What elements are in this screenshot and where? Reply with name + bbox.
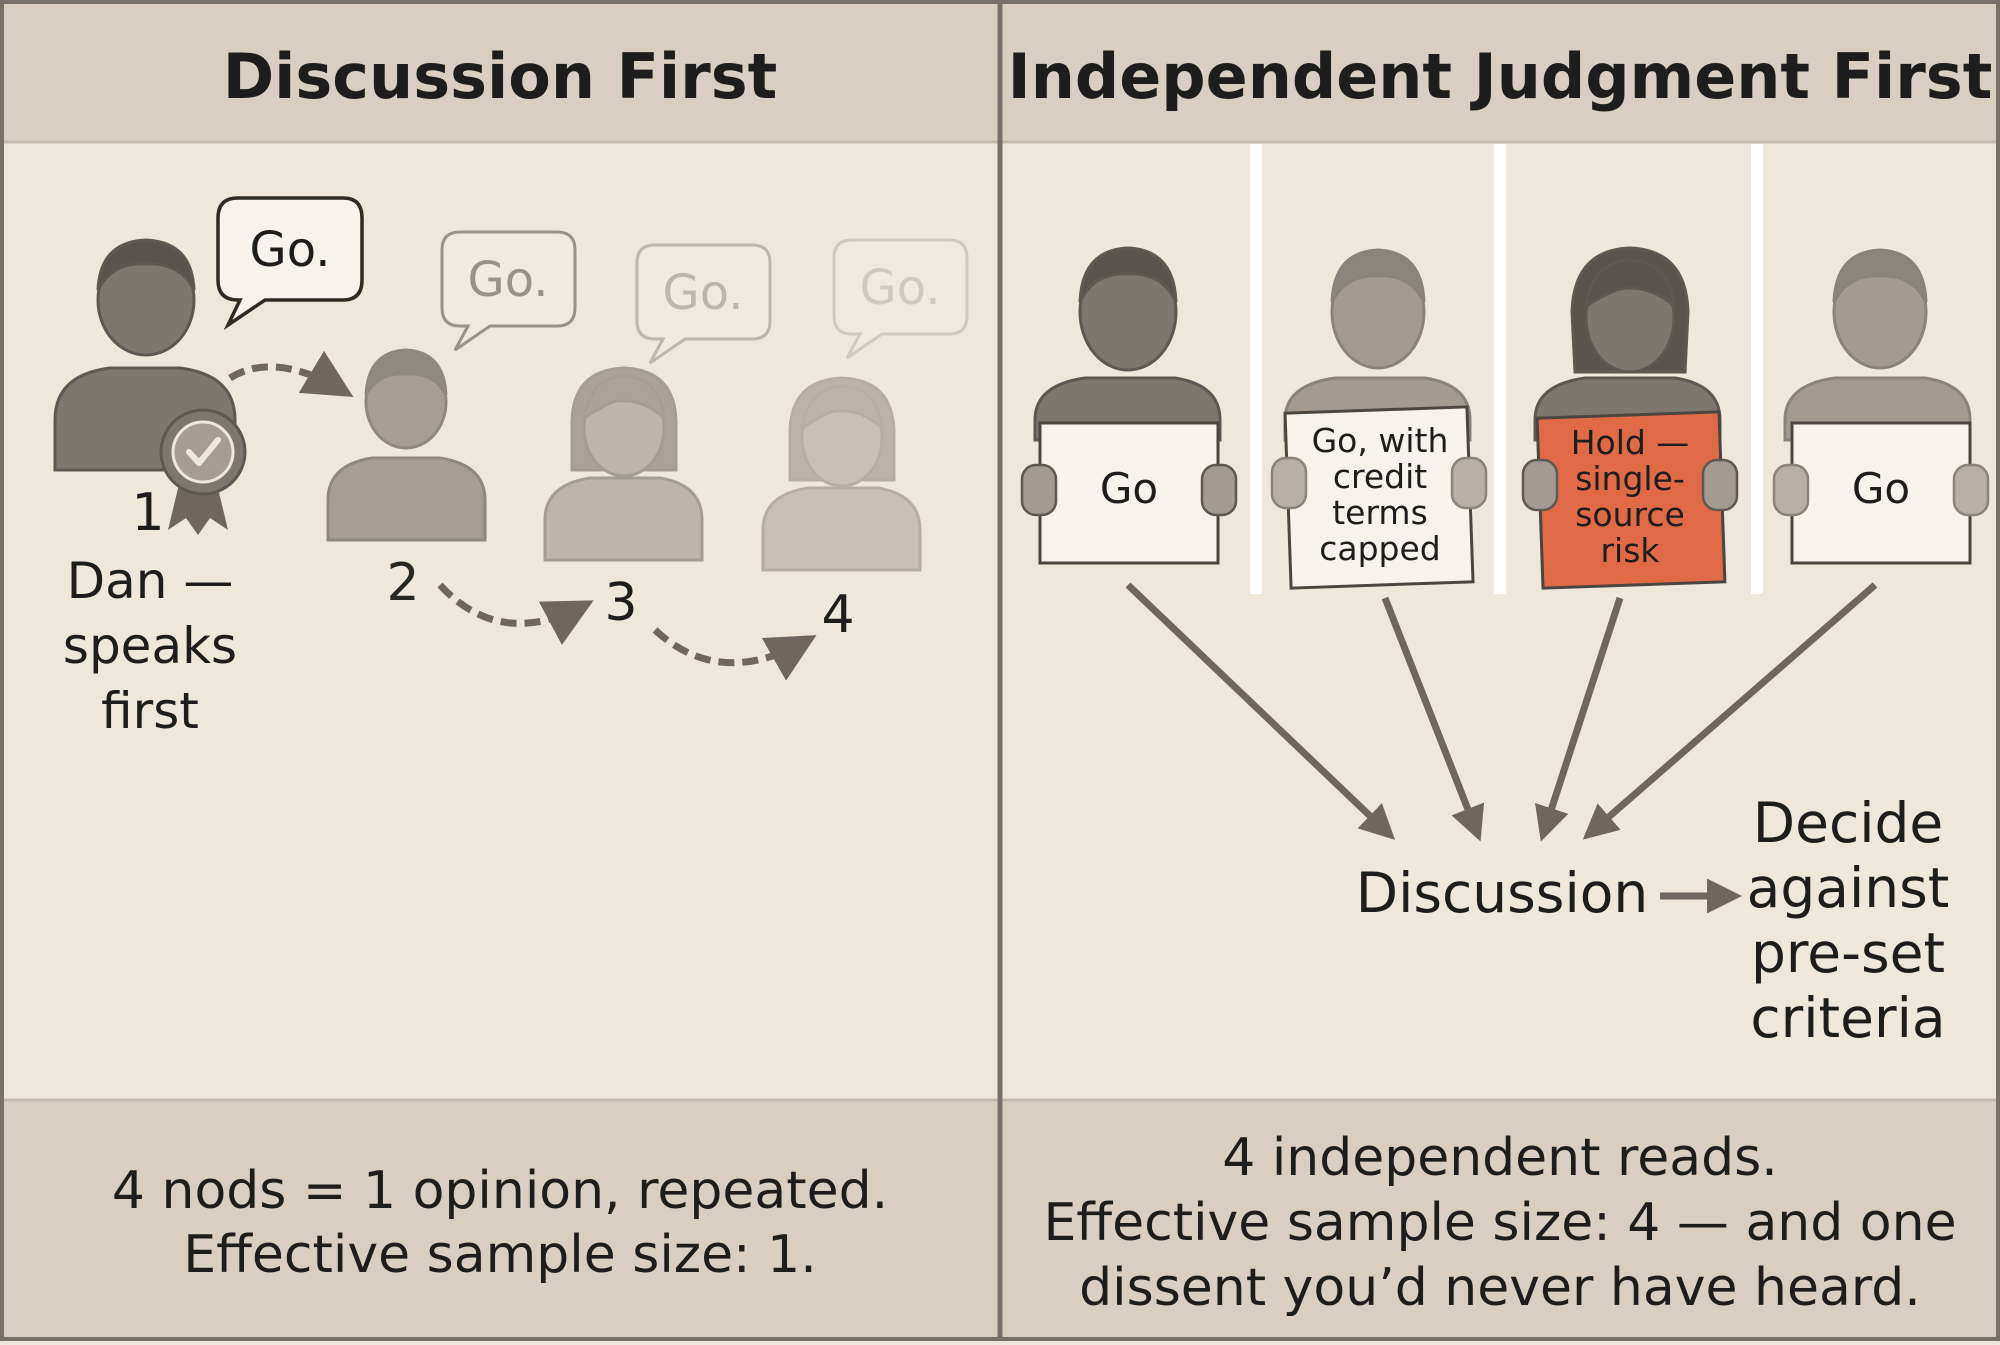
speaker-dan: Go. 1 Dan — speaks first (53, 196, 364, 740)
sign-text-line-3: terms (1332, 493, 1428, 532)
converging-arrow-2 (1381, 596, 1485, 842)
sign-text-line-1: Go (1100, 464, 1158, 513)
hand-icon (1952, 463, 1990, 517)
sign-text-line-3: source (1575, 495, 1685, 534)
speech-bubble-dan-text: Go. (250, 222, 331, 278)
right-footer-line-1: 4 independent reads. (1222, 1128, 1778, 1188)
sign-text-line-1: Hold — (1571, 423, 1690, 462)
chain-arrow-3-to-4 (652, 627, 817, 681)
booth-divider (1751, 144, 1763, 594)
person-icon (326, 348, 487, 542)
speaker-label-line-2: speaks (63, 617, 237, 675)
left-footer-line-1: 4 nods = 1 opinion, repeated. (112, 1161, 888, 1221)
right-footer-line-2: Effective sample size: 4 — and one (1043, 1193, 1956, 1253)
sign-text-line-2: single- (1575, 459, 1685, 498)
independent-person-2: Go, with credit terms capped (1270, 248, 1488, 590)
follower-2-number: 2 (386, 553, 419, 613)
follower-4-number: 4 (821, 585, 854, 645)
speech-bubble-4: Go. (832, 238, 969, 360)
left-panel-title: Discussion First (223, 40, 778, 113)
hand-icon (1772, 463, 1810, 517)
speech-bubble-dan: Go. (216, 196, 364, 331)
booth-divider (1494, 144, 1506, 594)
chain-arrow-2-to-3 (437, 582, 594, 645)
discussion-label: Discussion (1356, 861, 1648, 925)
left-panel: Discussion First Go. 1 Dan — speaks (53, 40, 969, 1285)
follower-2: Go. 2 (326, 230, 577, 613)
independent-person-4: Go (1772, 248, 1990, 565)
speech-bubble-2: Go. (440, 230, 577, 352)
sign-text-line-1: Go, with (1312, 421, 1449, 460)
speaker-label-line-1: Dan — (67, 552, 234, 610)
converging-arrow-3 (1535, 596, 1624, 842)
hand-icon (1701, 458, 1739, 512)
sign-text-line-4: capped (1319, 529, 1441, 568)
decision-line-4: criteria (1750, 986, 1945, 1050)
independent-person-1: Go (1020, 246, 1238, 565)
right-panel-title: Independent Judgment First (1008, 40, 1993, 113)
award-badge-icon (159, 408, 247, 535)
decision-line-3: pre-set (1751, 921, 1945, 985)
converging-arrow-1 (1125, 582, 1396, 840)
person-icon (761, 376, 922, 572)
hand-icon (1020, 463, 1058, 517)
speech-bubble-4-text: Go. (860, 260, 941, 316)
converging-arrow-4 (1582, 582, 1878, 840)
speech-bubble-2-text: Go. (468, 252, 549, 308)
speech-bubble-3: Go. (635, 243, 772, 365)
checkmark-icon (186, 437, 221, 466)
decision-line-1: Decide (1753, 791, 1943, 855)
hand-icon (1521, 458, 1559, 512)
speech-bubble-3-text: Go. (663, 265, 744, 321)
hand-icon (1270, 456, 1308, 510)
speaker-number: 1 (131, 483, 164, 543)
left-footer-line-2: Effective sample size: 1. (183, 1225, 816, 1285)
chain-arrow-1-to-2 (228, 350, 354, 398)
follower-4: Go. 4 (761, 238, 969, 645)
hand-icon (1450, 456, 1488, 510)
independent-person-3: Hold — single- source risk (1521, 246, 1739, 590)
decision-line-2: against (1747, 856, 1950, 920)
right-footer-line-3: dissent you’d never have heard. (1079, 1258, 1921, 1318)
sign-text-line-4: risk (1600, 531, 1660, 570)
person-icon (543, 366, 704, 562)
sign-text-line-1: Go (1852, 464, 1910, 513)
right-panel: Independent Judgment First Go (1008, 40, 1993, 1318)
follower-3: Go. 3 (543, 243, 772, 633)
follower-3-number: 3 (604, 573, 637, 633)
sign-text-line-2: credit (1333, 457, 1427, 496)
speaker-label-line-3: first (101, 682, 199, 740)
hand-icon (1200, 463, 1238, 517)
booth-divider (1250, 144, 1262, 594)
